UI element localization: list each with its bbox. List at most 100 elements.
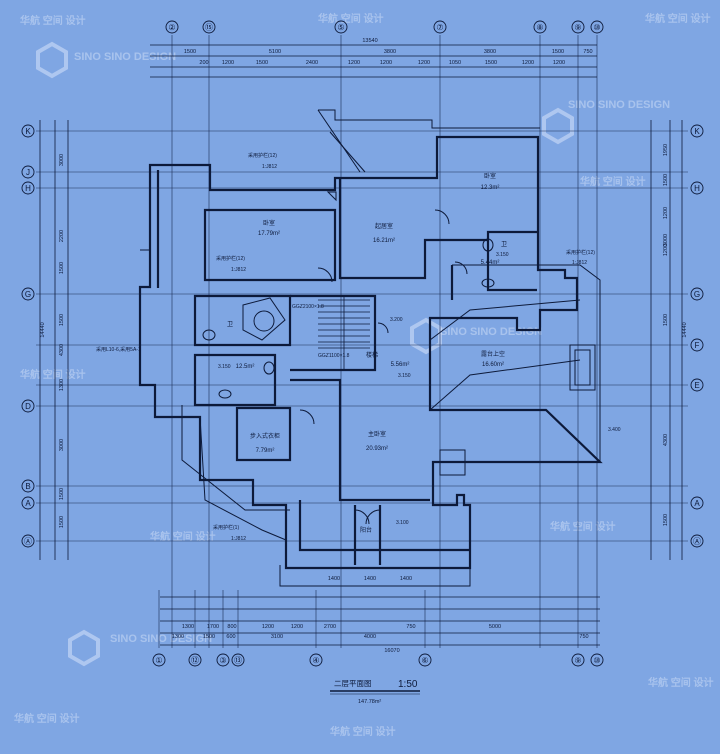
watermark-text: SINO SINO DESIGN	[110, 633, 212, 645]
note-text: 3.100	[396, 520, 409, 526]
grid-bubble-label: ⑤	[337, 23, 344, 32]
dimension-label: 2700	[324, 624, 336, 630]
watermark-cn-text: 华航 空间 设计	[330, 725, 396, 738]
note-text: 3.150	[218, 364, 231, 370]
grid-bubble	[690, 338, 704, 352]
note-text: 采用护栏(1)	[213, 524, 239, 531]
grid-bubble	[690, 287, 704, 301]
room-name: 卫	[501, 241, 507, 248]
grid-bubble	[571, 20, 585, 34]
grid-bubble-label: H	[694, 184, 700, 193]
grid-bubble	[21, 496, 35, 510]
grid-bubble	[21, 124, 35, 138]
dimension-label: 1200	[291, 624, 303, 630]
watermark-cn-text: 华航 空间 设计	[14, 712, 80, 725]
grid-bubble-label: ⑮	[205, 23, 213, 32]
dimension-label: 1300	[59, 379, 65, 391]
dimension-label: 1300	[172, 634, 184, 640]
grid-bubble-label: ③	[219, 656, 226, 665]
fixtures	[202, 191, 495, 525]
watermark-text: SINO SINO DESIGN	[74, 51, 176, 63]
note-text: 1:J812	[572, 260, 587, 266]
room-area: 20.93m²	[366, 446, 388, 452]
dimension-label: 1500	[663, 174, 669, 186]
grid-bubble-label: B	[25, 482, 30, 491]
grid-bubble	[690, 124, 704, 138]
dimension-label: 800	[227, 624, 236, 630]
watermark-logo-icon	[68, 629, 100, 667]
grid-bubble	[21, 181, 35, 195]
dimension-label: 750	[579, 634, 588, 640]
watermark-cn-text: 华航 空间 设计	[20, 368, 86, 381]
room-area: 5.44m²	[481, 260, 500, 266]
room-area: 5.56m²	[391, 362, 410, 368]
dimension-label: 3000	[59, 439, 65, 451]
grid-bubble-label: ⑩	[593, 656, 600, 665]
grid-bubble	[231, 653, 245, 667]
room-labels: 卧室 17.79m² 起居室 16.21m² 卧室 12.3m² 卫 5.44m…	[227, 172, 507, 534]
drawing-scale: 1:50	[398, 679, 418, 690]
watermark-cn-text: 华航 空间 设计	[150, 530, 216, 543]
dimension-label: 4300	[59, 344, 65, 356]
grid-bubble	[690, 378, 704, 392]
watermark-cn-text: 华航 空间 设计	[318, 12, 384, 25]
watermark-logo-layer	[36, 41, 574, 667]
grid-bubble-label: ⑩	[593, 23, 600, 32]
grid-bubble	[590, 653, 604, 667]
grid-bubble	[418, 653, 432, 667]
dimension-lines	[39, 44, 683, 646]
note-text: 3.150	[496, 252, 509, 258]
grid-bubble-label: F	[695, 341, 700, 350]
room-area: 12.5m²	[236, 364, 255, 370]
door-swing-icon	[454, 261, 468, 275]
dimension-label: 600	[226, 634, 235, 640]
grid-bubble	[309, 653, 323, 667]
grid-bubble-label: H	[25, 184, 31, 193]
grid-bubble	[152, 653, 166, 667]
room-name: 卫	[227, 321, 233, 328]
drawing-subtitle: 147.78m²	[358, 699, 381, 705]
grid-bubble-label: ⑥	[421, 656, 428, 665]
room-area: 16.21m²	[373, 238, 395, 244]
watermark-cn-text: 华航 空间 设计	[550, 520, 616, 533]
sink-icon	[481, 278, 495, 288]
dimension-label: 1500	[59, 314, 65, 326]
room-area: 12.3m²	[481, 185, 500, 191]
annotation-notes: 采用护栏(12) 1:J812 采用护栏(12) 1:J812 采用护栏(12)…	[96, 152, 621, 542]
stair-treads	[318, 296, 370, 370]
toilet-icon	[482, 238, 494, 252]
grid-bubble-label: K	[25, 127, 31, 136]
dimension-label: 1200	[522, 60, 534, 66]
bathtub-icon	[242, 297, 286, 341]
watermark-text: SINO SINO DESIGN	[440, 326, 542, 338]
watermark-cn-text: 华航 空间 设计	[645, 12, 711, 25]
dimension-label: 1500	[663, 314, 669, 326]
watermark-logo-icon	[36, 41, 68, 79]
dimension-label: 1400	[364, 576, 376, 582]
dimension-label: 4300	[663, 434, 669, 446]
grid-bubble	[690, 181, 704, 195]
note-text: 3.400	[608, 427, 621, 433]
dimension-label: 200	[199, 60, 208, 66]
door-swing-icon	[317, 267, 333, 283]
door-swing-icon	[299, 409, 315, 425]
dimension-label: 1200	[262, 624, 274, 630]
grid-bubble-label: G	[694, 290, 700, 299]
dimension-label: 2400	[306, 60, 318, 66]
dimension-label: 3000	[663, 234, 669, 246]
note-text: 采用护栏(12)	[566, 249, 595, 256]
dimension-label: 3100	[271, 634, 283, 640]
door-swing-icon	[354, 509, 370, 525]
dimension-label: 4000	[364, 634, 376, 640]
note-text: 3.200	[390, 317, 403, 323]
dimension-label: 1400	[400, 576, 412, 582]
watermark-logo-icon	[542, 107, 574, 145]
note-text: GGZ1100×1.8	[318, 353, 350, 359]
grid-bubble-label: K	[694, 127, 700, 136]
drawing-title-block: 二层平面图 1:50 147.78m²	[330, 679, 420, 705]
grid-bubble-label: Ⓐ	[693, 537, 701, 546]
